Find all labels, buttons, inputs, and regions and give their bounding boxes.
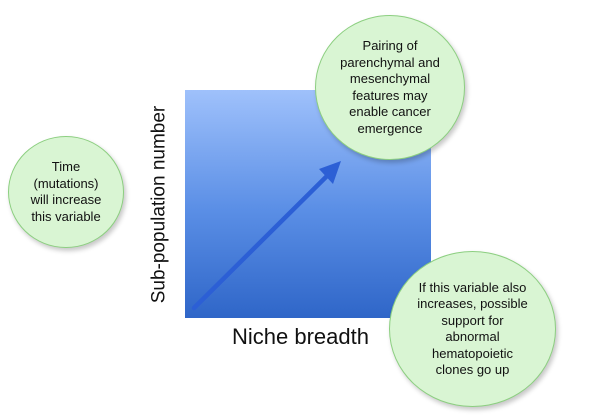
- niche-breadth-callout-text: If this variable also increases, possibl…: [417, 279, 528, 378]
- time-callout-text: Time (mutations) will increase this vari…: [30, 159, 102, 224]
- y-axis-label: Sub-population number: [148, 105, 170, 303]
- pairing-callout: Pairing of parenchymal and mesenchymal f…: [315, 15, 465, 160]
- time-callout: Time (mutations) will increase this vari…: [8, 136, 124, 248]
- y-axis-label-wrap: Sub-population number: [114, 90, 204, 318]
- x-axis-label: Niche breadth: [232, 324, 369, 349]
- niche-breadth-callout: If this variable also increases, possibl…: [389, 251, 556, 407]
- pairing-callout-text: Pairing of parenchymal and mesenchymal f…: [340, 38, 440, 136]
